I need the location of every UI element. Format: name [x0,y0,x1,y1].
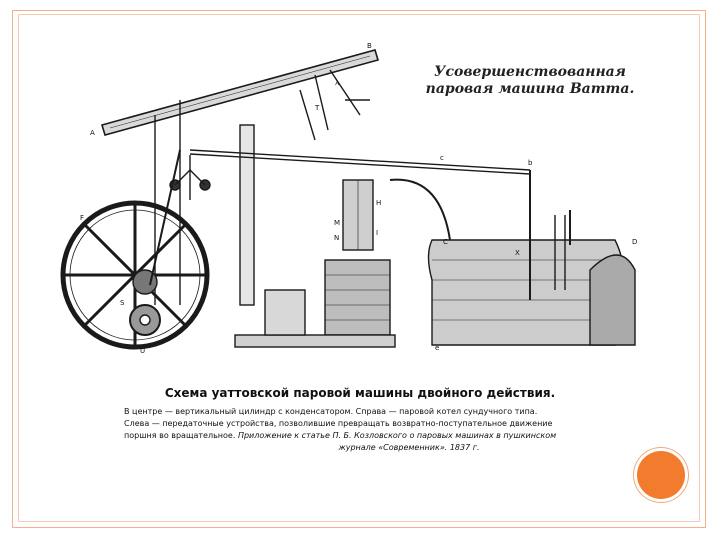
label-b: b [528,159,533,167]
caption-line3-italic: Приложение к статье П. Б. Козловского о … [237,431,557,440]
label-F: F [80,214,84,222]
label-I: I [376,229,378,237]
handwritten-title-line1: Усовершенствованная [434,64,626,80]
label-N: N [334,234,339,242]
air-pump [264,289,306,336]
caption-line1: В центре — вертикальный цилиндр с конден… [124,407,538,416]
rocking-beam [100,49,380,136]
boiler-furnace-arch [589,254,636,346]
label-c: c [440,154,444,162]
slide-border [12,10,706,528]
label-U: U [140,347,145,355]
label-A: A [90,129,95,137]
label-M: M [334,219,340,227]
caption-source: журнале «Современник». 1837 г. [338,443,480,452]
label-T: T [314,104,320,112]
handwritten-title-line2: паровая машина Ватта. [425,81,635,97]
slide-inner-border [18,14,700,522]
label-X: X [515,249,520,257]
caption-title: Схема уаттовской паровой машины двойного… [164,386,556,400]
caption-body: В центре — вертикальный цилиндр с конден… [124,406,694,442]
flywheel [60,200,210,350]
label-D: D [632,238,637,246]
label-lambda: λ [335,79,339,87]
beam-pillar [239,124,255,306]
label-C: C [443,238,448,246]
decorative-orange-circle [637,451,685,499]
label-H: H [376,199,381,207]
caption-line2: Слева — передаточные устройства, позволи… [124,419,553,428]
handwritten-title: Усовершенствованная паровая машина Ватта… [420,64,640,98]
label-S: S [120,299,125,307]
engraving-figure: A B C D F S U λ T M N H I e X b c Усовер… [60,30,640,470]
label-B: B [367,42,372,50]
caption-line3-plain: поршня во вращательное. [124,431,236,440]
engine-base [234,334,396,348]
watt-engine-illustration: A B C D F S U λ T M N H I e X b c [60,42,637,355]
label-e: e [435,344,439,352]
caption-line3: поршня во вращательное. Приложение к ста… [124,430,694,442]
condenser-cistern [324,259,391,336]
